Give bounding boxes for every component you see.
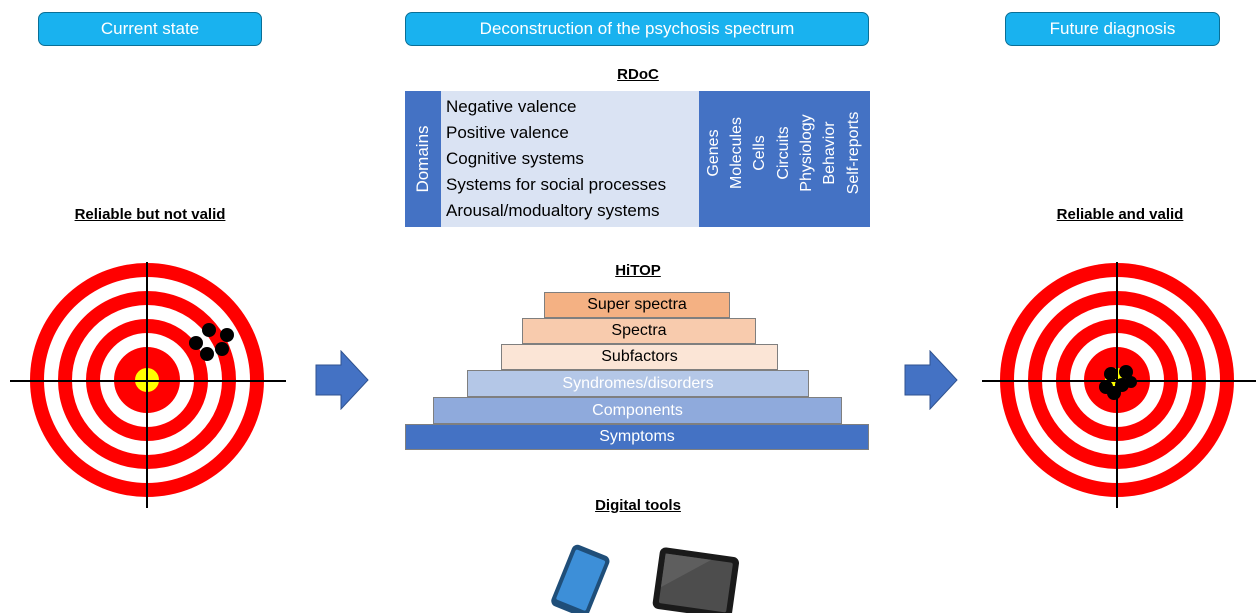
hitop-tier-spectra: Spectra <box>522 318 756 344</box>
left-target <box>10 262 286 508</box>
rdoc-unit: Molecules <box>728 116 745 190</box>
hitop-tier-subfactors: Subfactors <box>501 344 778 370</box>
hitop-tier-super-spectra: Super spectra <box>544 292 730 318</box>
rdoc-unit: Genes <box>705 129 722 177</box>
rdoc-domain: Positive valence <box>446 123 569 142</box>
rdoc-matrix: Domains Negative valence Positive valenc… <box>405 91 870 227</box>
rdoc-unit: Self-reports <box>845 111 862 195</box>
header-current-state: Current state <box>38 12 262 46</box>
rdoc-unit: Behavior <box>821 121 838 185</box>
right-target-label: Reliable and valid <box>1056 206 1184 223</box>
hitop-tier-symptoms: Symptoms <box>405 424 869 450</box>
rdoc-domain: Cognitive systems <box>446 149 584 168</box>
left-target-label: Reliable but not valid <box>74 206 226 223</box>
right-arrow-icon <box>904 350 958 410</box>
rdoc-domain-list: Negative valence Positive valence Cognit… <box>441 91 699 227</box>
rdoc-domains-bar: Domains <box>405 91 441 227</box>
digital-tools-title: Digital tools <box>595 497 681 514</box>
tablet-landscape-icon <box>652 547 740 613</box>
rdoc-domains-label: Domains <box>413 125 432 193</box>
rdoc-domain: Arousal/modualtory systems <box>446 201 660 220</box>
header-deconstruction: Deconstruction of the psychosis spectrum <box>405 12 869 46</box>
rdoc-domain: Systems for social processes <box>446 175 667 194</box>
rdoc-unit: Circuits <box>775 126 792 180</box>
hitop-tier-components: Components <box>433 397 842 424</box>
tablet-icon <box>551 544 610 613</box>
right-target <box>982 262 1256 508</box>
rdoc-domain: Negative valence <box>446 97 577 116</box>
hitop-title: HiTOP <box>615 262 661 279</box>
right-shot-cluster <box>1099 365 1137 400</box>
rdoc-unit: Physiology <box>798 114 815 192</box>
left-arrow-icon <box>315 350 369 410</box>
rdoc-unit: Cells <box>751 135 768 171</box>
hitop-tier-syndromes: Syndromes/disorders <box>467 370 809 397</box>
left-shot-cluster <box>189 323 234 361</box>
header-future-diagnosis: Future diagnosis <box>1005 12 1220 46</box>
rdoc-title: RDoC <box>617 66 659 83</box>
rdoc-units-bar: Genes Molecules Cells Circuits Physiolog… <box>699 91 870 227</box>
